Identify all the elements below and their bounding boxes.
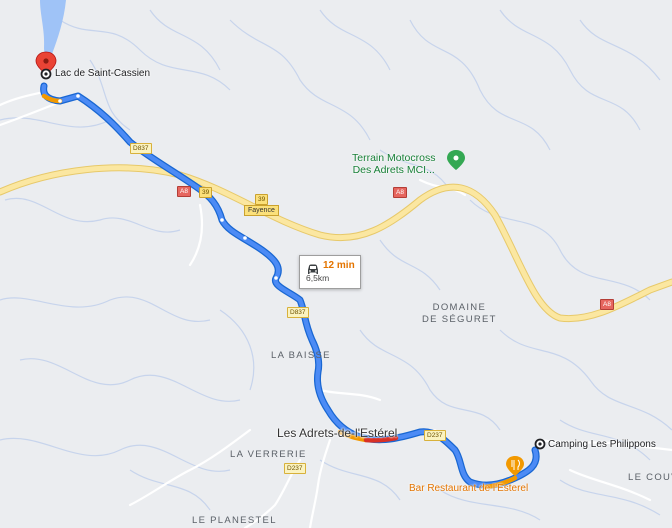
road-shield-a8: A8 [393, 187, 407, 198]
traffic-slow-segment [337, 429, 369, 443]
car-icon [308, 264, 318, 274]
a8-highway [0, 165, 672, 322]
start-point-icon[interactable] [40, 68, 52, 80]
restaurant-fork-knife-icon[interactable] [506, 456, 524, 476]
traffic-slow-segment [482, 475, 518, 490]
label-la-verrerie: LA VERRERIE [230, 449, 307, 460]
label-domaine: DOMAINE DE SÉGURET [422, 302, 497, 326]
label-restaurant[interactable]: Bar Restaurant de l'Esterel [409, 483, 529, 494]
local-roads [0, 90, 672, 528]
terrain-lines [0, 9, 672, 521]
road-shield-d837: D837 [130, 143, 152, 154]
a8-highway-border [0, 164, 672, 323]
camping-point-icon[interactable] [534, 438, 546, 450]
label-motocross[interactable]: Terrain Motocross Des Adrets MCI... [352, 152, 435, 176]
route-duration: 12 min [323, 260, 355, 271]
route-distance: 6,5km [306, 273, 330, 283]
label-domaine-line1: DOMAINE [432, 302, 487, 313]
road-shield-d837: D837 [287, 307, 309, 318]
road-shield-d237: D237 [284, 463, 306, 474]
label-les-adrets[interactable]: Les Adrets-de-l'Estérel [277, 426, 398, 440]
label-la-baisse: LA BAISSE [271, 350, 331, 361]
road-shield-39: 39 [255, 194, 269, 205]
route-duration-callout[interactable]: 12 min 6,5km [299, 255, 361, 289]
label-camping[interactable]: Camping Les Philippons [548, 439, 656, 450]
label-domaine-line2: DE SÉGURET [422, 314, 497, 325]
road-shield-d237: D237 [424, 430, 446, 441]
label-lake[interactable]: Lac de Saint-Cassien [55, 68, 151, 79]
traffic-heavy-segment [363, 435, 399, 443]
label-motocross-line2: Des Adrets MCI... [352, 164, 435, 176]
route-waypoints [58, 94, 437, 433]
green-place-marker-icon[interactable] [447, 150, 465, 170]
lake-water [40, 0, 66, 57]
label-le-couv: LE COUV [628, 472, 672, 483]
label-le-planestel: LE PLANESTEL [192, 515, 277, 526]
route-line[interactable] [41, 83, 539, 488]
label-motocross-line1: Terrain Motocross [352, 152, 436, 164]
fayence-direction-sign: Fayence [244, 205, 279, 216]
road-shield-a8: A8 [600, 299, 614, 310]
road-shield-39: 39 [199, 187, 213, 198]
road-shield-a8: A8 [177, 186, 191, 197]
